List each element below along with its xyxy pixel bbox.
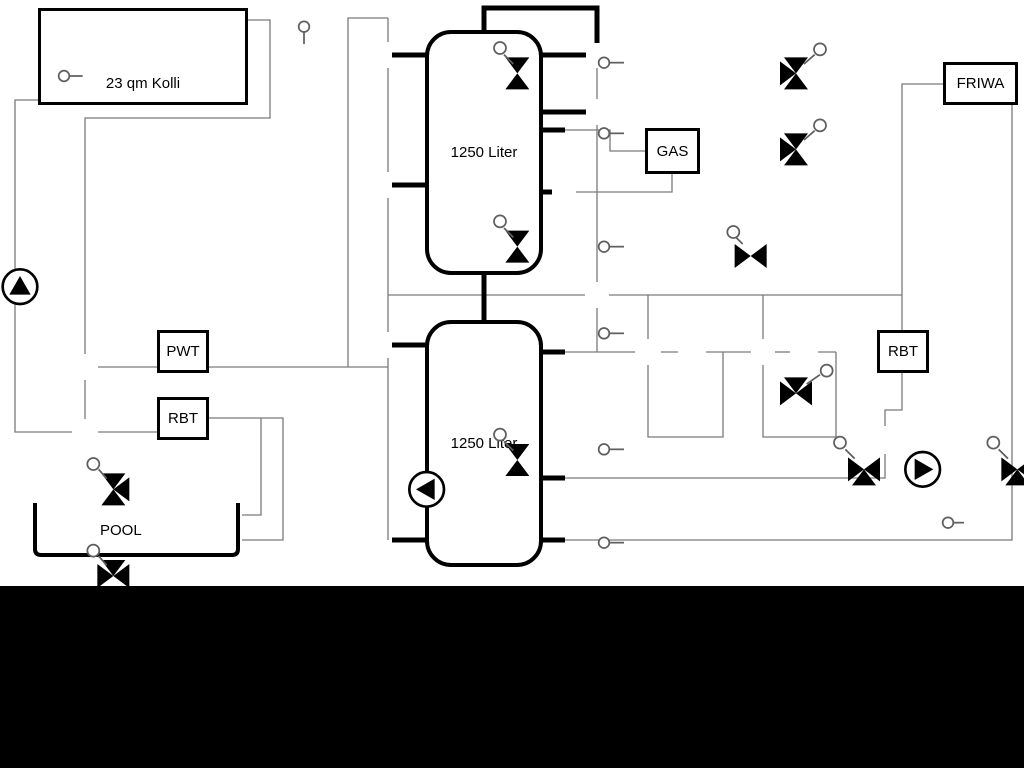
solar-collector-label: 23 qm Kolli xyxy=(105,75,181,92)
pipes-thin xyxy=(14,17,1013,541)
gas-label: GAS xyxy=(656,142,689,160)
pool-basin xyxy=(33,503,240,557)
buffer-tank-1-label: 1250 Liter xyxy=(450,144,518,161)
buffer-tank-2-label: 1250 Liter xyxy=(450,435,518,452)
rbt-left-label: RBT xyxy=(168,410,198,427)
friwa-label: FRIWA xyxy=(956,75,1005,92)
gas-boiler-box: GAS xyxy=(645,128,700,174)
rbt-right-label: RBT xyxy=(888,343,918,360)
solar-collector-box: 23 qm Kolli xyxy=(38,8,248,105)
buffer-tank-2: 1250 Liter xyxy=(425,320,543,567)
footer-black-band xyxy=(0,586,1024,768)
pwt-heat-exchanger-box: PWT xyxy=(157,330,209,373)
rbt-left-box: RBT xyxy=(157,397,209,440)
tank-connections-thick xyxy=(392,5,600,543)
rbt-right-box: RBT xyxy=(877,330,929,373)
pool-label: POOL xyxy=(100,522,142,539)
friwa-box: FRIWA xyxy=(943,62,1018,105)
pwt-label: PWT xyxy=(166,343,200,360)
buffer-tank-1: 1250 Liter xyxy=(425,30,543,275)
